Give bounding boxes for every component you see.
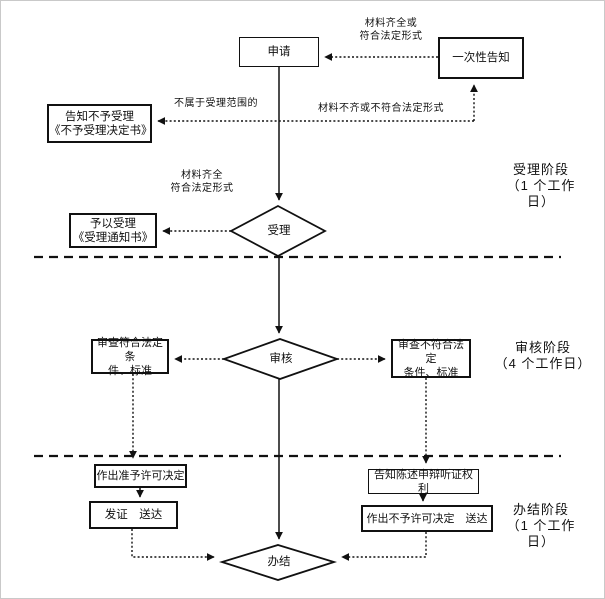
node-grant-acceptance: 予以受理 《受理通知书》 bbox=[69, 213, 157, 248]
node-notify-rights: 告知陈述申辩听证权利 bbox=[368, 469, 479, 495]
node-review-pass: 审查符合法定条 件、标准 bbox=[91, 337, 169, 377]
stage-label-review: 审核阶段 （4 个工作日） bbox=[494, 340, 592, 371]
edge-deny-to-close bbox=[341, 532, 427, 561]
diamond-close bbox=[218, 544, 338, 581]
diamond-accept bbox=[229, 204, 327, 258]
diamond-label-review: 审核 bbox=[269, 353, 293, 365]
node-notify-rejection: 告知不予受理 《不予受理决定书》 bbox=[47, 104, 153, 143]
edge-label-incomplete-or-nonconform: 材料不齐或不符合法定形式 bbox=[318, 103, 444, 114]
diamond-review bbox=[221, 338, 340, 380]
node-issue-deliver: 发证 送达 bbox=[89, 501, 178, 529]
edge-label-complete-conform: 材料齐全 符合法定形式 bbox=[170, 170, 234, 194]
node-apply: 申请 bbox=[239, 37, 319, 67]
edge-label-not-in-scope: 不属于受理范围的 bbox=[174, 98, 258, 109]
diamond-label-close: 办结 bbox=[267, 556, 291, 568]
node-deny-decision: 作出不予许可决定 送达 bbox=[361, 505, 493, 532]
stage-label-acceptance: 受理阶段 （1 个工作 日） bbox=[506, 162, 576, 209]
edge-label-complete-or-conform: 材料齐全或 符合法定形式 bbox=[359, 18, 423, 42]
node-approve-decision: 作出准予许可决定 bbox=[94, 464, 187, 488]
node-review-fail: 审查不符合法定 条件、标准 bbox=[391, 339, 471, 379]
stage-label-closing: 办结阶段 （1 个工作 日） bbox=[506, 502, 576, 549]
diamond-label-accept: 受理 bbox=[267, 225, 291, 237]
node-one-time-notice: 一次性告知 bbox=[438, 37, 524, 79]
edge-issue-to-close bbox=[131, 529, 215, 561]
